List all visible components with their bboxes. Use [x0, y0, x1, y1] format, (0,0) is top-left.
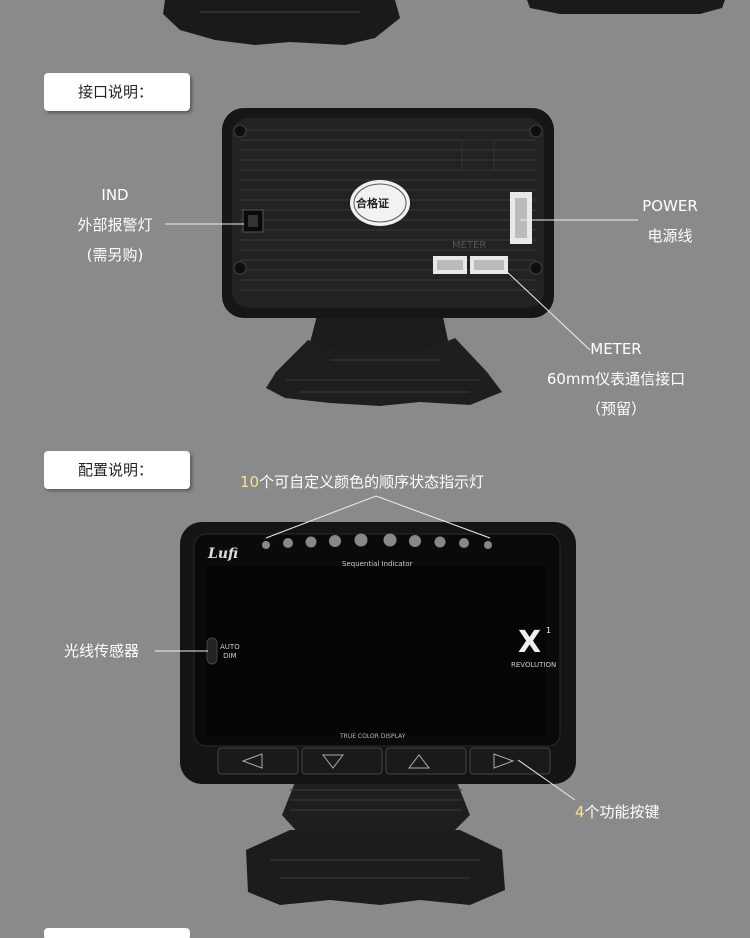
top-partial-stand-left: [163, 0, 400, 45]
power-callout: POWER 电源线: [625, 191, 715, 251]
revolution-label: REVOLUTION: [511, 661, 557, 669]
top-partial-stand-right: [527, 0, 725, 14]
front-device: [180, 522, 576, 905]
ind-callout-title: IND: [101, 186, 129, 204]
true-color-display-label: TRUE COLOR DISPLAY: [340, 733, 406, 740]
auto-dim-label: AUTO DIM: [220, 643, 240, 661]
buttons-desc: 个功能按键: [584, 803, 660, 821]
auto-dim-line2: DIM: [223, 652, 237, 660]
indicator-callout: 10个可自定义颜色的顺序状态指示灯: [240, 467, 520, 497]
meter-port-label: METER: [452, 240, 487, 251]
indicator-count: 10: [240, 473, 260, 491]
interface-section-title: 接口说明：: [78, 83, 154, 101]
ind-callout-desc: 外部报警灯: [77, 216, 153, 234]
indicator-desc: 个可自定义颜色的顺序状态指示灯: [259, 473, 485, 491]
model-logo-superscript: 1: [546, 626, 552, 635]
config-section-title: 配置说明：: [78, 461, 154, 479]
meter-callout-title: METER: [590, 340, 642, 358]
model-logo: X: [518, 625, 542, 660]
meter-callout-note: （预留）: [585, 400, 646, 418]
ind-callout: IND 外部报警灯 (需另购): [60, 180, 170, 270]
power-callout-title: POWER: [642, 197, 698, 215]
buttons-callout: 4个功能按键: [575, 797, 685, 827]
meter-callout: METER 60mm仪表通信接口 （预留）: [530, 334, 702, 424]
rear-device: [222, 108, 554, 406]
interface-section-header: 接口说明：: [44, 73, 190, 111]
brand-logo: Lufi: [208, 546, 239, 562]
meter-callout-desc: 60mm仪表通信接口: [546, 370, 686, 388]
auto-dim-line1: AUTO: [220, 643, 240, 651]
light-sensor-callout: 光线传感器: [64, 636, 159, 666]
power-callout-desc: 电源线: [647, 227, 693, 245]
ind-callout-note: (需另购): [86, 246, 144, 264]
buttons-count: 4: [575, 803, 585, 821]
config-section-header: 配置说明：: [44, 451, 190, 489]
certificate-sticker-label: 合格证: [356, 197, 389, 210]
light-sensor-desc: 光线传感器: [64, 642, 140, 660]
sequential-indicator-label: Sequential Indicator: [342, 560, 413, 568]
